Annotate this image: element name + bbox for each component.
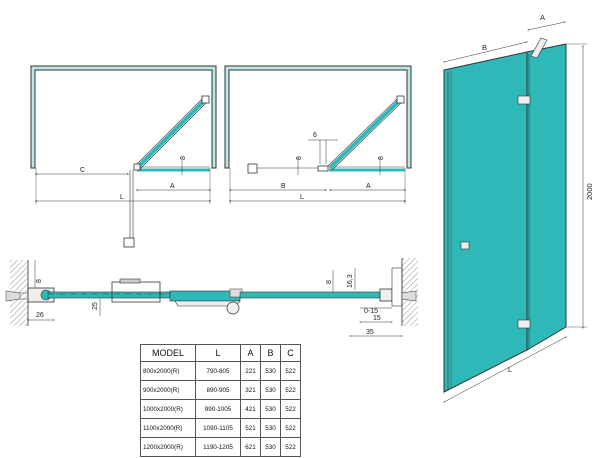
top-view-1: C A L 8 xyxy=(30,65,217,248)
cell-model: 800x2000(R) xyxy=(140,361,196,381)
top-view-2: 6 8 8 B A L xyxy=(224,65,412,204)
dim-6-label: 6 xyxy=(313,132,317,139)
handle-detail xyxy=(123,237,135,248)
hinge-top xyxy=(517,95,531,105)
table-row: 1200x2000(R) 1190-1205 621 530 522 xyxy=(140,437,301,457)
dim-8-left-label: 8 xyxy=(36,279,43,283)
table-row: 900x2000(R) 890-905 321 530 522 xyxy=(140,380,301,400)
cell-b: 530 xyxy=(260,361,281,381)
persp-dim-a-label: A xyxy=(540,13,545,22)
cell-a: 221 xyxy=(240,361,261,381)
perspective-view: A B L 2000 xyxy=(443,13,594,403)
header-model: MODEL xyxy=(140,344,196,362)
door-open xyxy=(328,97,403,170)
dim-8a-label: 8 xyxy=(296,156,303,160)
cell-a: 321 xyxy=(240,380,261,400)
cell-model: 900x2000(R) xyxy=(140,380,196,400)
glass-door xyxy=(239,291,381,299)
persp-dim-height-label: 2000 xyxy=(585,183,594,200)
cell-b: 530 xyxy=(260,380,281,400)
table-row: 1000x2000(R) 990-1005 421 530 522 xyxy=(140,399,301,419)
header-a: A xyxy=(240,344,261,362)
glass-fixed xyxy=(47,291,171,299)
section-view: 8 26 25 8 16,3 0-15 15 35 xyxy=(5,258,418,337)
persp-dim-b-label: B xyxy=(482,43,487,52)
cell-a: 621 xyxy=(240,437,261,457)
dim-26-label: 26 xyxy=(36,312,44,319)
cell-c: 522 xyxy=(280,361,301,381)
hinge-bottom xyxy=(517,319,531,329)
dim-l-label: L xyxy=(300,194,304,201)
dim-0-15-label: 0-15 xyxy=(364,308,378,315)
cell-model: 1200x2000(R) xyxy=(140,437,196,457)
cell-model: 1100x2000(R) xyxy=(140,418,196,438)
door-glass-panel xyxy=(526,43,567,351)
wall-outline xyxy=(224,65,412,169)
cell-b: 530 xyxy=(260,418,281,438)
dim-8-right-label: 8 xyxy=(326,280,333,284)
door-handle xyxy=(460,241,470,250)
cell-b: 530 xyxy=(260,437,281,457)
cell-l: 1190-1205 xyxy=(195,437,241,457)
dim-8-label: 8 xyxy=(180,156,187,160)
spec-table: MODEL L A B C 800x2000(R) 790-805 221 53… xyxy=(140,344,301,457)
header-l: L xyxy=(195,344,241,362)
dim-25-label: 25 xyxy=(92,302,99,310)
cell-l: 890-905 xyxy=(195,380,241,400)
table-row: 800x2000(R) 790-805 221 530 522 xyxy=(140,361,301,381)
dim-l-label: L xyxy=(120,194,124,201)
hinge-pin xyxy=(226,301,240,315)
door-open xyxy=(135,97,208,170)
cell-a: 421 xyxy=(240,399,261,419)
cell-l: 790-805 xyxy=(195,361,241,381)
cell-l: 990-1005 xyxy=(195,399,241,419)
header-c: C xyxy=(280,344,301,362)
dim-16-3-label: 16,3 xyxy=(347,274,354,288)
persp-dim-l-label: L xyxy=(508,365,512,374)
dim-15-label: 15 xyxy=(373,315,381,322)
cell-model: 1000x2000(R) xyxy=(140,399,196,419)
table-header-row: MODEL L A B C xyxy=(140,344,301,362)
cell-c: 522 xyxy=(280,437,301,457)
fixed-glass-panel xyxy=(443,51,528,393)
dim-a-label: A xyxy=(366,183,371,190)
cell-l: 1090-1105 xyxy=(195,418,241,438)
cell-b: 530 xyxy=(260,399,281,419)
wall-outline xyxy=(30,65,217,169)
dim-a-label: A xyxy=(170,183,175,190)
dim-c-label: C xyxy=(80,167,85,174)
dim-35-label: 35 xyxy=(366,329,374,336)
cell-a: 521 xyxy=(240,418,261,438)
cell-c: 522 xyxy=(280,380,301,400)
cell-c: 522 xyxy=(280,399,301,419)
dim-b-label: B xyxy=(281,183,286,190)
header-b: B xyxy=(260,344,281,362)
dim-8b-label: 8 xyxy=(378,156,385,160)
table-row: 1100x2000(R) 1090-1105 521 530 522 xyxy=(140,418,301,438)
cell-c: 522 xyxy=(280,418,301,438)
